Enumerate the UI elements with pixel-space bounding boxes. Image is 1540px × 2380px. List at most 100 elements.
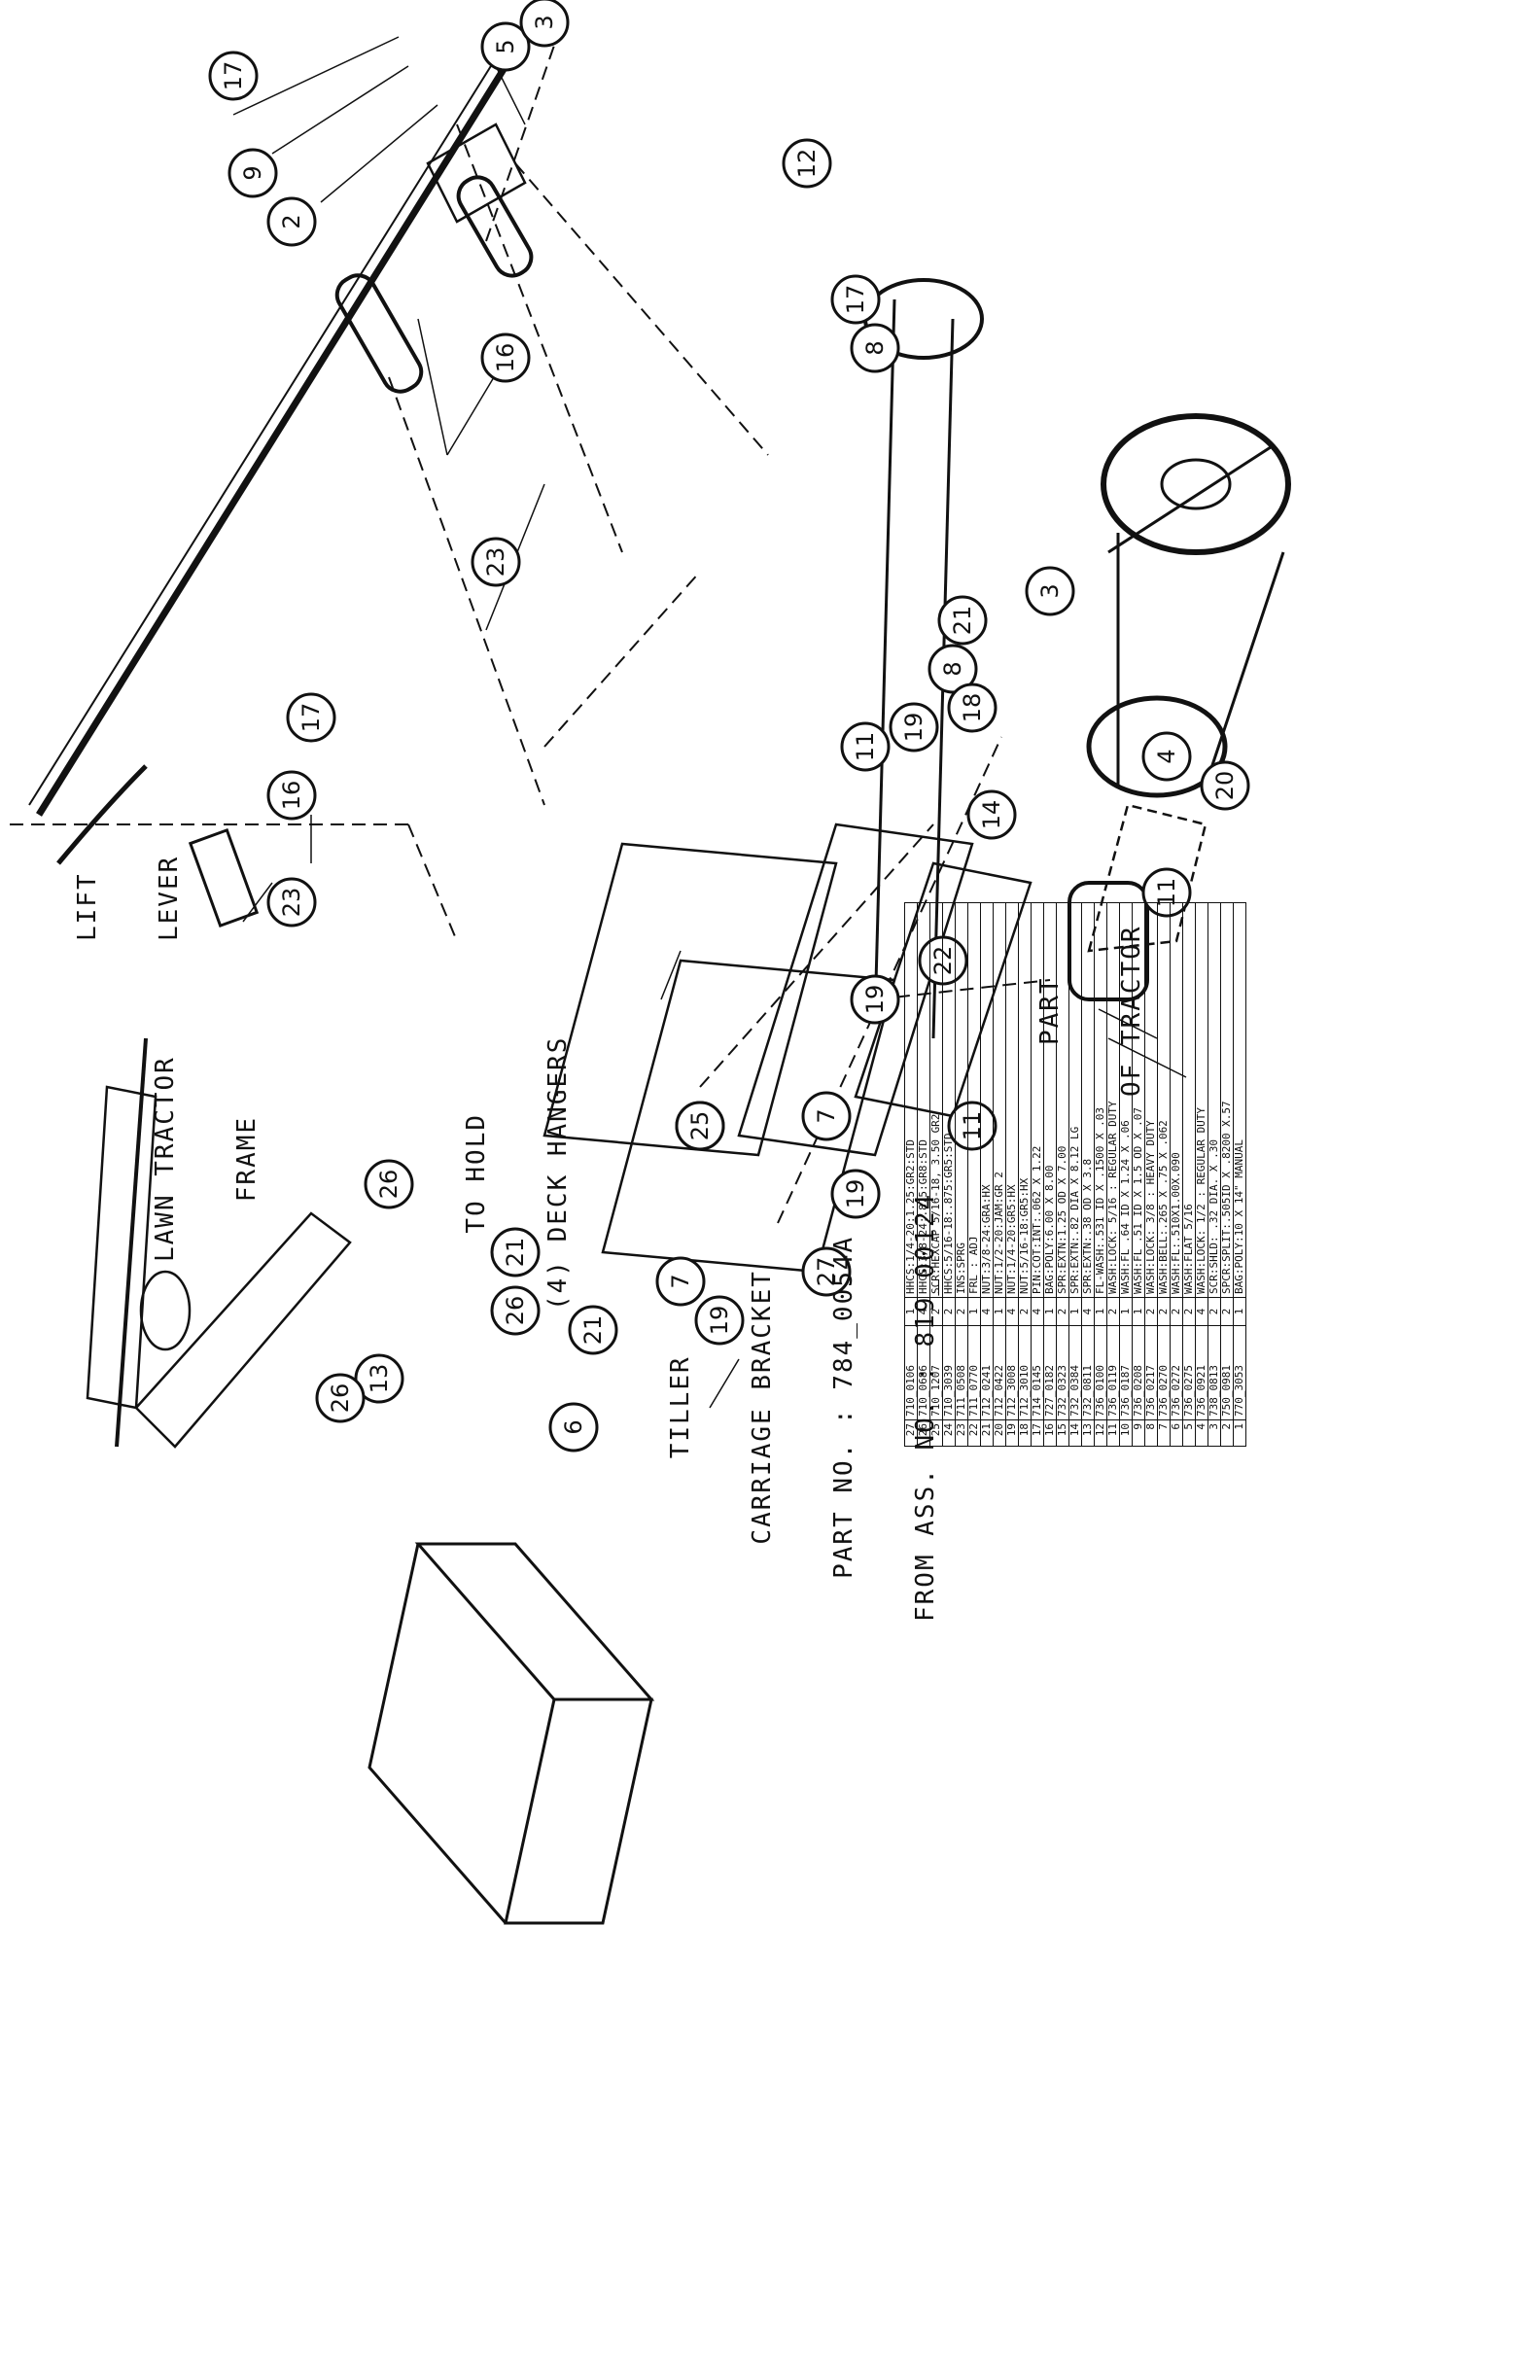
quantity: 4: [980, 1297, 994, 1326]
item-number: 6: [1170, 1419, 1183, 1447]
callout-circle: [782, 138, 832, 189]
callout-circle: [568, 1305, 618, 1355]
callout-circle: [519, 0, 570, 48]
description: NUT:1/4-20:GR5:HX: [1005, 902, 1019, 1298]
quantity: 2: [1056, 1297, 1069, 1326]
description: WASH:FL .51 ID X 1.5 OD X .07: [1132, 902, 1145, 1298]
quantity: 4: [1081, 1297, 1095, 1326]
tiller-bracket-line-3: PART NO. : 784_0054A: [829, 1235, 858, 1579]
part-number: 750_0981: [1220, 1325, 1234, 1420]
item-number: 11: [1106, 1419, 1120, 1447]
description: SCR:SHLD: .32 DIA. X .30: [1208, 902, 1221, 1298]
frame-hole: [139, 1270, 192, 1351]
callout-circle: [675, 1101, 725, 1151]
part-callout: 21: [568, 1305, 618, 1355]
callout-circle: [928, 644, 978, 694]
quantity: 1: [1233, 1297, 1246, 1326]
callout-circle: [315, 1373, 366, 1423]
callout-circle: [228, 148, 278, 198]
callout-number: 19: [900, 713, 928, 743]
part-callout: 18: [947, 682, 998, 733]
quantity: 1: [1094, 1297, 1107, 1326]
item-number: 27: [904, 1419, 918, 1447]
description: BAG:POLY:10 X 14" MANUAL: [1233, 902, 1246, 1298]
tiller-bracket-line-1: TILLER: [666, 1355, 695, 1459]
part-callout: 21: [937, 595, 988, 646]
part-callout: 8: [850, 323, 900, 373]
callout-circle: [937, 595, 988, 646]
part-callout: 9: [228, 148, 278, 198]
description: WASH:LOCK: 3/8 : HEAVY DUTY: [1144, 902, 1158, 1298]
part-callout: 2: [266, 196, 317, 247]
idler-pulley: [1086, 695, 1228, 798]
part-callout: 13: [354, 1353, 404, 1404]
callout-circle: [966, 789, 1017, 840]
callout-circle: [918, 935, 968, 986]
callout-circle: [830, 1169, 881, 1219]
callout-leaders: [232, 36, 1187, 1409]
part-number: 710_0686: [917, 1325, 930, 1420]
description: FL-WASH:.531 ID X .1500 X .03: [1094, 902, 1107, 1298]
callout-number: 21: [502, 1238, 529, 1268]
part-number: 712_3010: [1018, 1325, 1032, 1420]
callout-number: 3: [531, 15, 558, 29]
lift-lever-bracket: [188, 827, 260, 928]
callout-circle: [208, 51, 259, 101]
description: NUT:3/8-24:GRA:HX: [980, 902, 994, 1298]
item-number: 7: [1157, 1419, 1171, 1447]
callout-number: 17: [298, 703, 325, 733]
part-callout: 16: [266, 770, 317, 821]
callout-number: 2: [278, 214, 305, 228]
callout-circle: [1141, 731, 1192, 782]
frame-crossbar: [854, 861, 1032, 1118]
description: HHCS:3/8-24:.875:GR8:STD: [917, 902, 930, 1298]
quantity: 2: [1220, 1297, 1234, 1326]
part-callout: 8: [928, 644, 978, 694]
quantity: 2: [1106, 1297, 1120, 1326]
lift-lever-arm: [56, 764, 148, 865]
callout-number: 16: [492, 343, 519, 373]
lift-lever-label: LIFT LEVER: [19, 838, 237, 941]
callout-number: 19: [861, 985, 889, 1015]
part-number: 736_0270: [1157, 1325, 1171, 1420]
lawn-tractor-frame-label: LAWN TRACTOR FRAME: [97, 1056, 315, 1262]
frame-plate-side: [737, 822, 974, 1157]
quantity: 2: [1018, 1297, 1032, 1326]
quantity: 4: [1195, 1297, 1208, 1326]
callout-circle: [655, 1256, 706, 1307]
part-callout: 26: [364, 1159, 414, 1209]
part-number: 714_0145: [1031, 1325, 1044, 1420]
callout-circle: [694, 1295, 745, 1346]
part-callout: 11: [1141, 867, 1192, 918]
part-number: 736_0119: [1106, 1325, 1120, 1420]
description: SPR:EXTN:.82 DIA X 8.12 LG: [1068, 902, 1082, 1298]
callout-number: 11: [852, 732, 879, 762]
lift-rod-edge: [28, 60, 495, 806]
part-number: 712_0422: [993, 1325, 1006, 1420]
part-number: 732_0384: [1068, 1325, 1082, 1420]
quantity: 2: [1170, 1297, 1183, 1326]
callout-number: 21: [949, 606, 976, 636]
lift-lever-line-1: LIFT: [73, 872, 102, 941]
callout-number: 5: [492, 39, 519, 53]
callout-circle: [840, 721, 891, 772]
part-number: 727_0182: [1043, 1325, 1057, 1420]
callout-number: 9: [239, 165, 266, 180]
drive-belt: [1107, 443, 1285, 787]
part-callout: 19: [850, 974, 900, 1025]
callout-number: 26: [502, 1296, 529, 1326]
part-callout: 25: [675, 1101, 725, 1151]
callout-circle: [889, 702, 939, 752]
callout-number: 17: [220, 61, 247, 91]
